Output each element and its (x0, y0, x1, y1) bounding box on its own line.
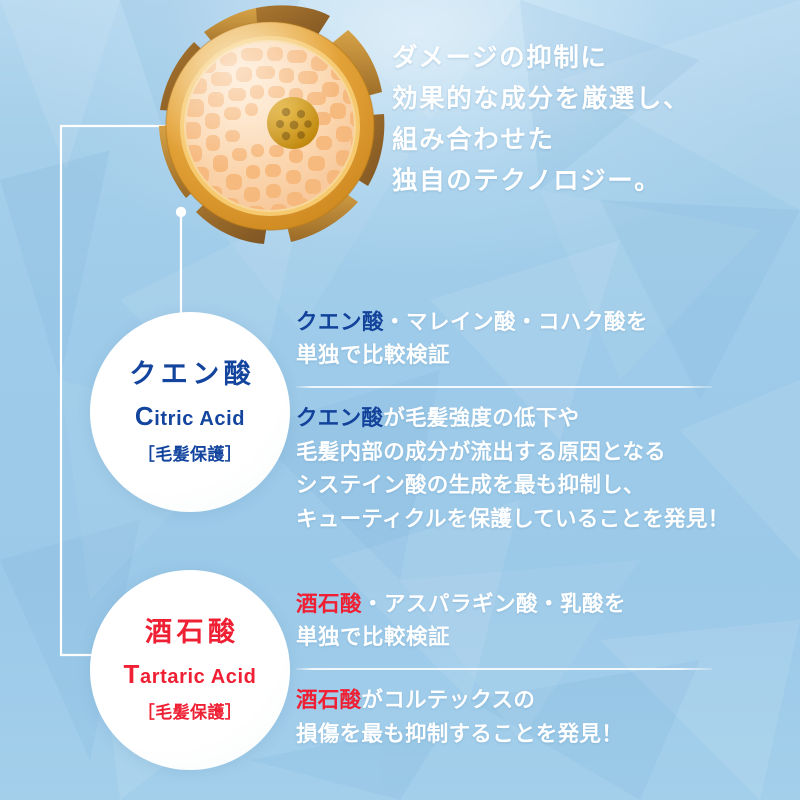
headline-line-4: 独自のテクノロジー。 (392, 167, 662, 195)
tartaric-body: 酒石酸がコルテックスの 損傷を最も抑制することを発見！ (296, 684, 712, 751)
citric-en-rest: itric Acid (154, 408, 246, 430)
citric-body-rest-1: が毛髪強度の低下や (383, 406, 580, 430)
citric-body-keyword: クエン酸 (296, 406, 384, 430)
citric-jp-name: クエン酸 (129, 359, 256, 389)
tartaric-tag: ［毛髪保護］ (137, 703, 243, 722)
tartaric-body-line-2: 損傷を最も抑制することを発見！ (296, 721, 624, 746)
citric-lead-rest-1: ・マレイン酸・コハク酸を (384, 310, 649, 334)
citric-body: クエン酸が毛髪強度の低下や 毛髪内部の成分が流出する原因となる システイン酸の生… (296, 402, 730, 536)
callout-dot-cuticle (175, 206, 187, 218)
ingredient-circle-tartaric[interactable]: 酒石酸 Tartaric Acid ［毛髪保護］ (90, 570, 290, 770)
citric-body-line-4: キューティクルを保護していることを発見！ (296, 506, 730, 531)
citric-body-line-2: 毛髪内部の成分が流出する原因となる (296, 439, 666, 464)
tartaric-en-rest: artaric Acid (139, 666, 257, 688)
headline-line-1: ダメージの抑制に (392, 44, 608, 72)
tartaric-lead-line-1: 酒石酸・アスパラギン酸・乳酸を (296, 588, 712, 621)
citric-body-line-1: クエン酸が毛髪強度の低下や (296, 402, 712, 436)
divider-citric (296, 386, 712, 388)
citric-tag: ［毛髪保護］ (137, 445, 243, 464)
citric-lead-line-1: クエン酸・マレイン酸・コハク酸を (296, 306, 712, 339)
citric-en-name: Citric Acid (135, 403, 245, 429)
citric-lead-keyword: クエン酸 (296, 310, 385, 334)
citric-lead: クエン酸・マレイン酸・コハク酸を 単独で比較検証 (296, 306, 712, 372)
tartaric-body-rest-1: がコルテックスの (361, 688, 536, 712)
citric-body-line-3: システイン酸の生成を最も抑制し、 (296, 473, 645, 497)
tartaric-lead-rest-1: ・アスパラギン酸・乳酸を (362, 592, 627, 616)
divider-tartaric (296, 668, 712, 670)
tartaric-body-keyword: 酒石酸 (296, 688, 362, 712)
tartaric-lead-keyword: 酒石酸 (296, 592, 363, 616)
ingredient-circle-citric[interactable]: クエン酸 Citric Acid ［毛髪保護］ (90, 312, 290, 512)
tartaric-lead: 酒石酸・アスパラギン酸・乳酸を 単独で比較検証 (296, 588, 712, 654)
citric-lead-line-2: 単独で比較検証 (296, 343, 451, 367)
headline-line-2: 効果的な成分を厳選し、 (392, 85, 691, 113)
tartaric-en-name: Tartaric Acid (124, 661, 257, 687)
text-block-citric: クエン酸・マレイン酸・コハク酸を 単独で比較検証 クエン酸が毛髪強度の低下や 毛… (296, 306, 730, 536)
headline: ダメージの抑制に 効果的な成分を厳選し、 組み合わせた 独自のテクノロジー。 (392, 38, 792, 202)
hair-cross-section-icon (159, 5, 385, 244)
text-block-tartaric: 酒石酸・アスパラギン酸・乳酸を 単独で比較検証 酒石酸がコルテックスの 損傷を最… (296, 588, 712, 751)
citric-en-cap: C (134, 401, 155, 431)
tartaric-jp-name: 酒石酸 (145, 617, 240, 647)
headline-line-3: 組み合わせた (392, 126, 555, 154)
tartaric-lead-line-2: 単独で比較検証 (296, 625, 451, 649)
tartaric-body-line-1: 酒石酸がコルテックスの (296, 684, 712, 718)
tartaric-en-cap: T (123, 659, 140, 689)
